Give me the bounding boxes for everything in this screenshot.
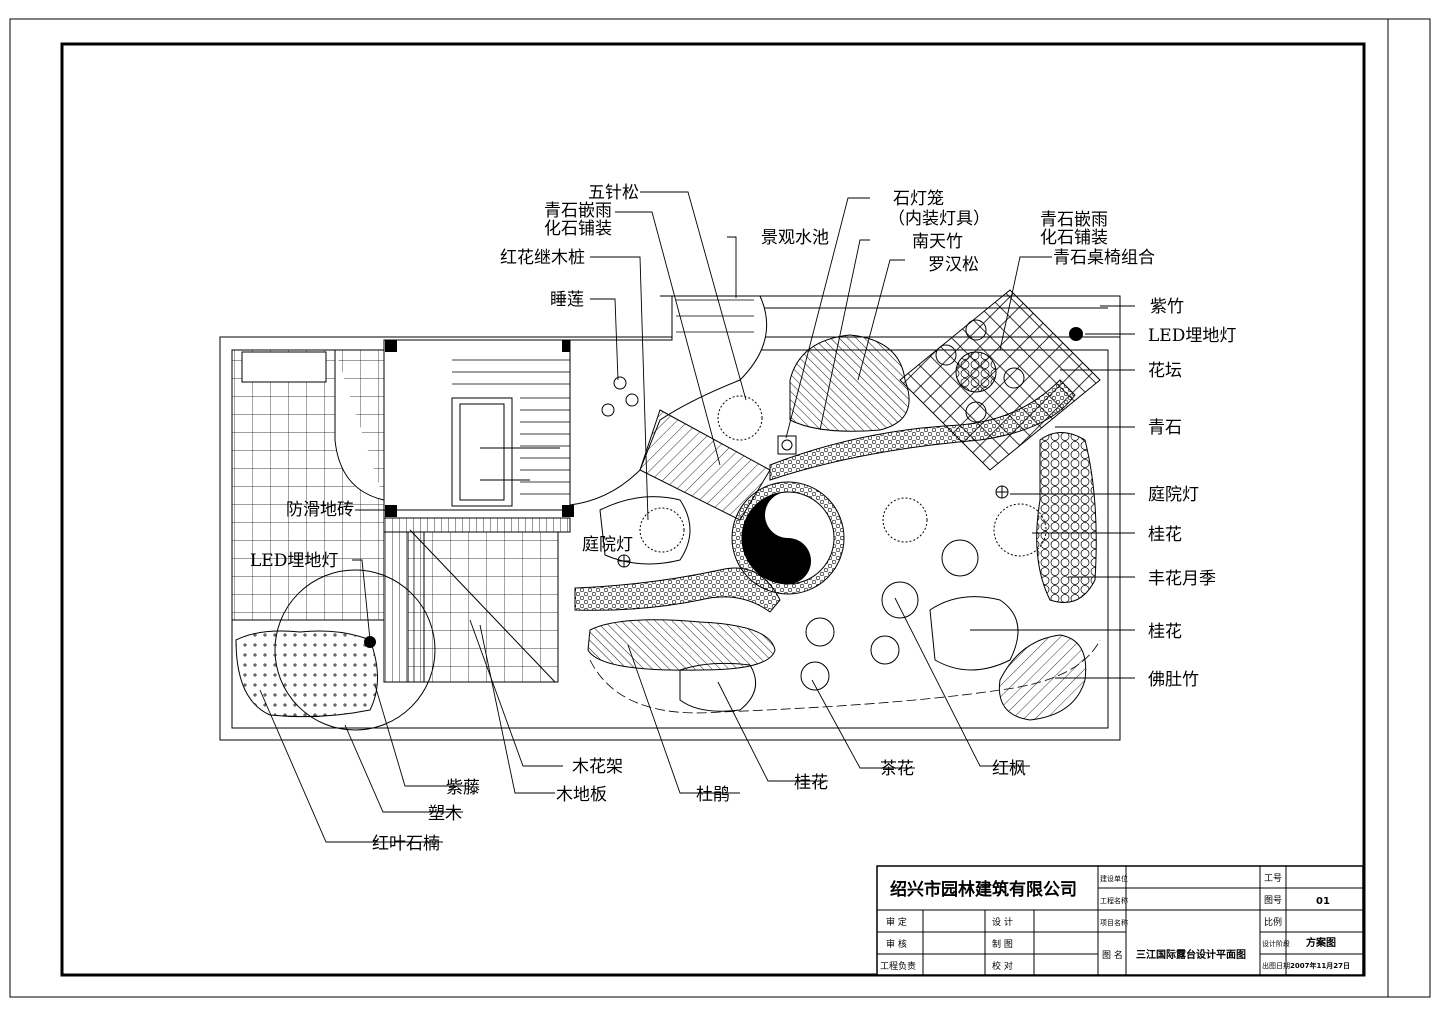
label-shidenglong-b: （内装灯具） [888, 209, 990, 229]
label-wuzhensong: 五针松 [588, 183, 639, 203]
label-guihua-3: 桂花 [794, 773, 828, 793]
label-qingshi-yuhua-1b: 化石铺装 [544, 219, 612, 239]
label-zileng: 紫藤 [446, 778, 480, 798]
staircase-block [383, 339, 574, 517]
label-fenghua-yueji: 丰花月季 [1148, 569, 1216, 589]
tb-jiaodui: 校 对 [992, 960, 1013, 972]
label-guihua-2: 桂花 [1148, 622, 1182, 642]
title-block: 绍兴市园林建筑有限公司 审 定 审 核 工程负责 设 计 制 图 校 对 建设单… [876, 865, 1364, 976]
tb-sheji-jieduan: 设计阶段 [1262, 939, 1290, 948]
tb-gongcheng-mingcheng: 工程名称 [1100, 896, 1128, 905]
drawing-frame [60, 42, 1366, 977]
label-hongye-shinan: 红叶石楠 [372, 834, 440, 854]
tb-bili: 比例 [1264, 916, 1282, 928]
label-led-right: LED埋地灯 [1148, 326, 1236, 346]
label-chahua: 茶花 [880, 759, 914, 779]
anti-slip-tile-area [231, 349, 385, 621]
plant-labels: 五针松 青石嵌雨 化石铺装 红花继木桩 景观水池 睡莲 石灯笼 （内装灯具） 南… [250, 183, 1236, 854]
label-tingyuandeng-mid: 庭院灯 [582, 535, 633, 555]
tb-tuming-value: 三江国际露台设计平面图 [1136, 948, 1246, 961]
label-zizhu: 紫竹 [1150, 297, 1184, 317]
tb-shending: 审 定 [886, 916, 907, 928]
label-led-left: LED埋地灯 [250, 551, 338, 571]
tb-riqi-value: 2007年11月27日 [1290, 961, 1350, 970]
tb-gonghao: 工号 [1264, 873, 1282, 884]
tb-tuhao-value: 01 [1316, 896, 1330, 907]
label-qingshi: 青石 [1148, 418, 1182, 438]
tb-jieduan-value: 方案图 [1306, 936, 1336, 949]
label-shuilian: 睡莲 [550, 290, 584, 310]
label-hongjimu: 红花继木桩 [500, 248, 585, 268]
tb-tuming-label: 图 名 [1102, 949, 1123, 961]
label-fodu-zhu: 佛肚竹 [1148, 670, 1199, 690]
label-sumu: 塑木 [428, 804, 462, 824]
wood-deck [383, 529, 556, 683]
label-qingshi-yuhua-2a: 青石嵌雨 [1040, 210, 1108, 230]
label-guihua-1: 桂花 [1148, 525, 1182, 545]
sheet-border [9, 18, 1431, 998]
label-mudiban: 木地板 [556, 785, 607, 805]
planting-masses [235, 334, 1101, 731]
tb-sheji: 设 计 [992, 916, 1013, 928]
tb-tuhao: 图号 [1264, 895, 1282, 906]
label-hongfeng: 红枫 [992, 759, 1026, 779]
label-shidenglong-a: 石灯笼 [893, 189, 944, 209]
stone-table-area [899, 289, 1101, 471]
landscape-pond [569, 295, 768, 506]
tb-xiangmu-mingcheng: 项目名称 [1100, 918, 1128, 927]
taiji-feature [731, 481, 845, 595]
leader-lines [259, 191, 1135, 843]
company-name: 绍兴市园林建筑有限公司 [890, 879, 1077, 900]
label-dujuan: 杜鹃 [696, 785, 730, 805]
tb-gongcheng-fuze: 工程负责 [880, 960, 916, 972]
label-luohansong: 罗汉松 [928, 255, 979, 275]
tb-jianshe-danwei: 建设单位 [1100, 874, 1128, 883]
tb-shenhe: 审 核 [886, 938, 907, 950]
label-qingshi-yuhua-1a: 青石嵌雨 [544, 201, 612, 221]
label-tingyuandeng-right: 庭院灯 [1148, 485, 1199, 505]
label-fanghua-dizhuan: 防滑地砖 [286, 500, 354, 520]
label-jingguan-shuichi: 景观水池 [761, 228, 829, 248]
tree-symbols [617, 395, 1047, 691]
tb-chutu-riqi: 出图日期 [1262, 961, 1290, 970]
label-huatan: 花坛 [1148, 361, 1182, 381]
tb-zhitu: 制 图 [992, 938, 1013, 950]
label-qingshi-yuhua-2b: 化石铺装 [1040, 228, 1108, 248]
label-nantianzhu: 南天竹 [912, 232, 963, 252]
label-muhuajia: 木花架 [572, 757, 623, 777]
label-qingshi-zhuoyi: 青石桌椅组合 [1053, 248, 1155, 268]
